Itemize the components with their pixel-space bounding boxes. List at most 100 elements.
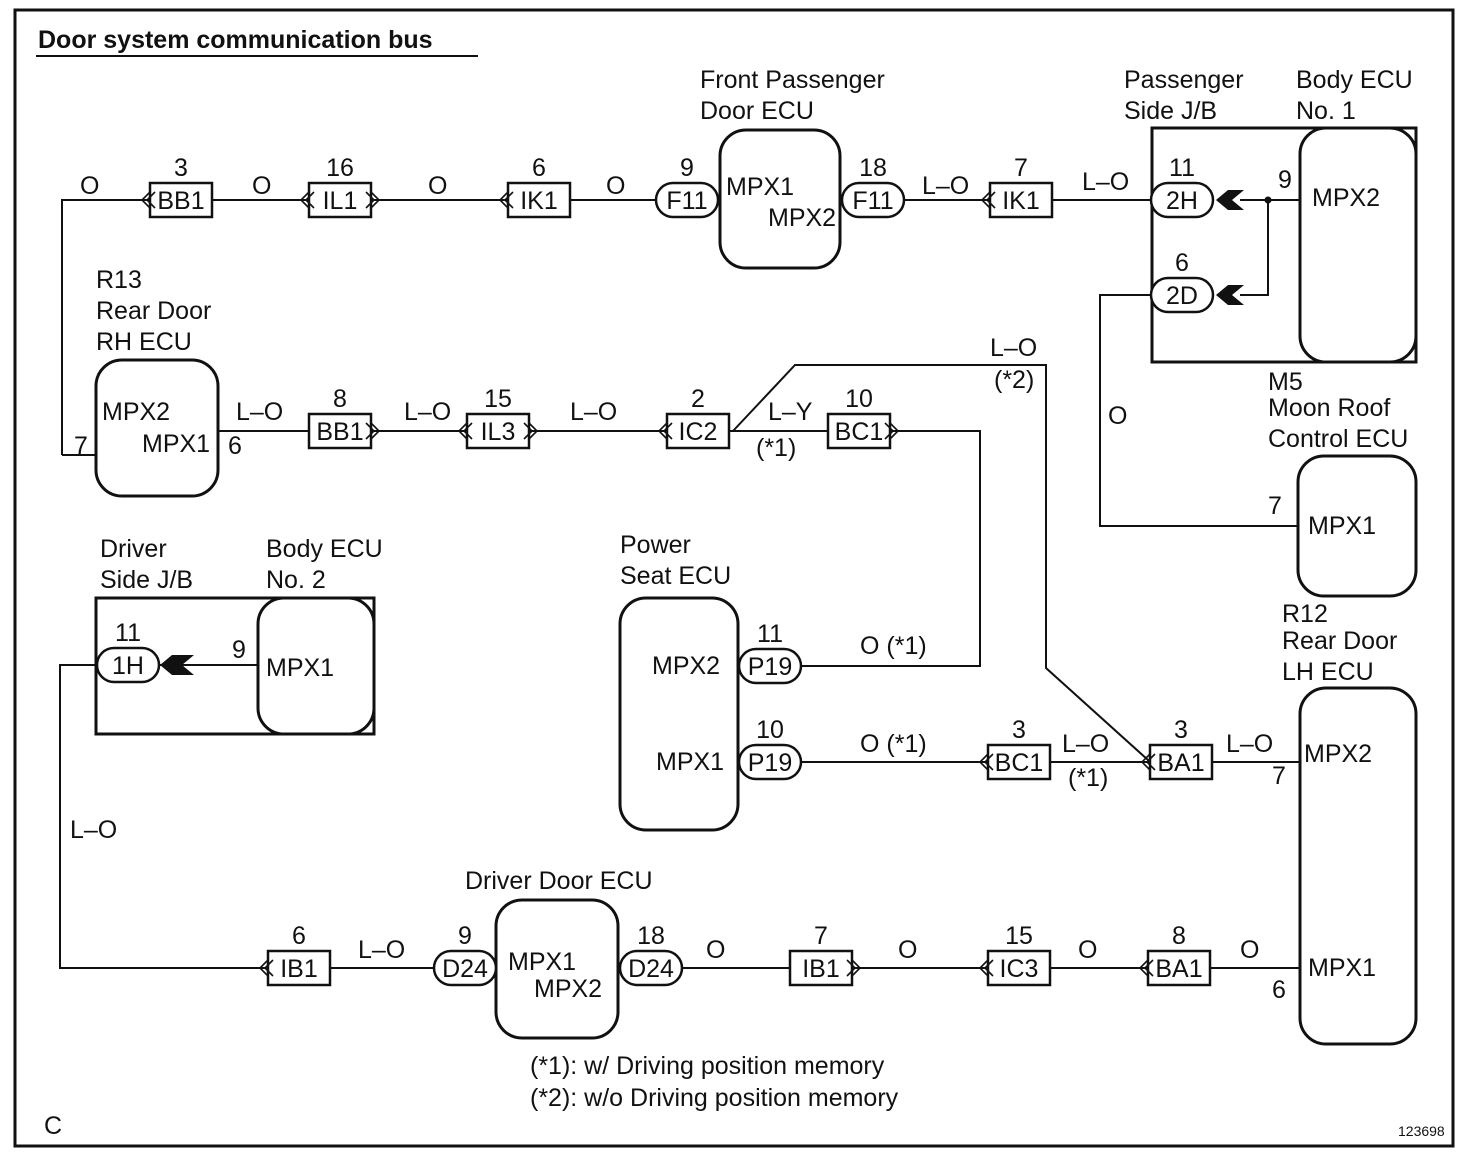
body-ecu-no2: Body ECU No. 2 MPX1 9: [232, 535, 383, 736]
connector-label: IC2: [679, 418, 718, 446]
svg-text:MPX1: MPX1: [1308, 512, 1376, 540]
svg-text:MPX2: MPX2: [1312, 184, 1380, 212]
svg-text:Driver Door ECU: Driver Door ECU: [465, 867, 653, 895]
svg-text:MPX1: MPX1: [508, 948, 576, 976]
svg-text:L–O: L–O: [1062, 730, 1109, 758]
svg-text:Power: Power: [620, 531, 691, 559]
pin-number: 15: [484, 385, 512, 413]
svg-text:O: O: [706, 936, 725, 964]
pin-number: 16: [326, 154, 354, 182]
connector-label: IB1: [280, 955, 318, 983]
svg-text:(*2): (*2): [994, 366, 1034, 394]
connector-label: IC3: [1000, 955, 1039, 983]
svg-text:O: O: [428, 172, 447, 200]
svg-text:(*1): (*1): [1068, 764, 1108, 792]
corner-letter: C: [44, 1112, 62, 1140]
driver-door-ecu: Driver Door ECU MPX1 MPX2: [465, 867, 653, 1040]
svg-text:Side J/B: Side J/B: [1124, 97, 1217, 125]
connector-label: 1H: [112, 652, 144, 680]
footnote-1: (*1): w/ Driving position memory: [530, 1052, 885, 1080]
pin-number: 9: [458, 922, 472, 950]
connector-label: BC1: [835, 418, 884, 446]
connector-label: BB1: [157, 187, 204, 215]
svg-text:Body ECU: Body ECU: [1296, 66, 1413, 94]
svg-text:MPX1: MPX1: [1308, 954, 1376, 982]
svg-text:Seat ECU: Seat ECU: [620, 562, 731, 590]
pin-number: 11: [115, 619, 141, 647]
pin-number: 18: [637, 922, 665, 950]
svg-text:O: O: [252, 172, 271, 200]
svg-text:No. 1: No. 1: [1296, 97, 1356, 125]
connector-label: IL1: [323, 187, 358, 215]
connector-label: BA1: [1155, 955, 1202, 983]
figure-id: 123698: [1398, 1123, 1445, 1139]
body-ecu-no1: Body ECU No. 1 MPX2 9: [1278, 66, 1418, 364]
svg-text:9: 9: [1278, 166, 1292, 194]
svg-text:O: O: [1108, 402, 1127, 430]
connector-label: D24: [628, 955, 674, 983]
pin-number: 7: [1014, 154, 1028, 182]
svg-text:6: 6: [228, 432, 242, 460]
svg-text:9: 9: [232, 636, 246, 664]
svg-text:L–O: L–O: [922, 172, 969, 200]
rear-door-rh-ecu: R13 Rear Door RH ECU MPX2 MPX1 7 6: [74, 266, 242, 498]
connector-label: BA1: [1157, 749, 1204, 777]
connector-label: F11: [852, 187, 893, 215]
connector-label: 2D: [1166, 282, 1198, 310]
pin-number: 11: [1169, 154, 1195, 182]
svg-text:MPX2: MPX2: [1304, 740, 1372, 768]
connector-2d-6: 2D6: [1149, 249, 1215, 314]
svg-text:L–O: L–O: [236, 398, 283, 426]
svg-text:L–O: L–O: [570, 398, 617, 426]
wires: [59, 199, 1300, 969]
svg-text:R12: R12: [1282, 600, 1328, 628]
svg-text:6: 6: [1272, 976, 1286, 1004]
svg-text:O: O: [80, 172, 99, 200]
svg-text:MPX1: MPX1: [142, 430, 210, 458]
jb-arrow-markers: [160, 190, 1272, 675]
connector-label: IB1: [802, 955, 840, 983]
svg-text:O: O: [606, 172, 625, 200]
svg-text:L–O: L–O: [70, 816, 117, 844]
connector-label: D24: [442, 955, 488, 983]
pin-number: 6: [292, 922, 306, 950]
svg-text:MPX2: MPX2: [768, 204, 836, 232]
svg-text:RH ECU: RH ECU: [96, 328, 192, 356]
connector-label: BC1: [995, 749, 1044, 777]
svg-text:L–O: L–O: [404, 398, 451, 426]
svg-text:7: 7: [1272, 762, 1286, 790]
svg-text:Body ECU: Body ECU: [266, 535, 383, 563]
rear-door-lh-ecu: R12 Rear Door LH ECU MPX2 MPX1 7 6: [1272, 600, 1418, 1046]
svg-text:Passenger: Passenger: [1124, 66, 1244, 94]
connector-label: IK1: [520, 187, 558, 215]
svg-text:L–Y: L–Y: [768, 398, 813, 426]
svg-text:O: O: [1078, 936, 1097, 964]
diagram-title: Door system communication bus: [38, 26, 433, 54]
connector-label: BB1: [316, 418, 363, 446]
front-passenger-door-ecu: Front Passenger Door ECU MPX1 MPX2: [700, 66, 885, 270]
moon-roof-control-ecu: M5 Moon Roof Control ECU MPX1 7: [1268, 368, 1418, 598]
svg-text:Door ECU: Door ECU: [700, 97, 814, 125]
connector-label: IK1: [1002, 187, 1040, 215]
svg-text:O: O: [898, 936, 917, 964]
pin-number: 15: [1005, 922, 1033, 950]
pin-number: 7: [814, 922, 828, 950]
svg-text:Control ECU: Control ECU: [1268, 425, 1408, 453]
svg-text:MPX2: MPX2: [652, 652, 720, 680]
